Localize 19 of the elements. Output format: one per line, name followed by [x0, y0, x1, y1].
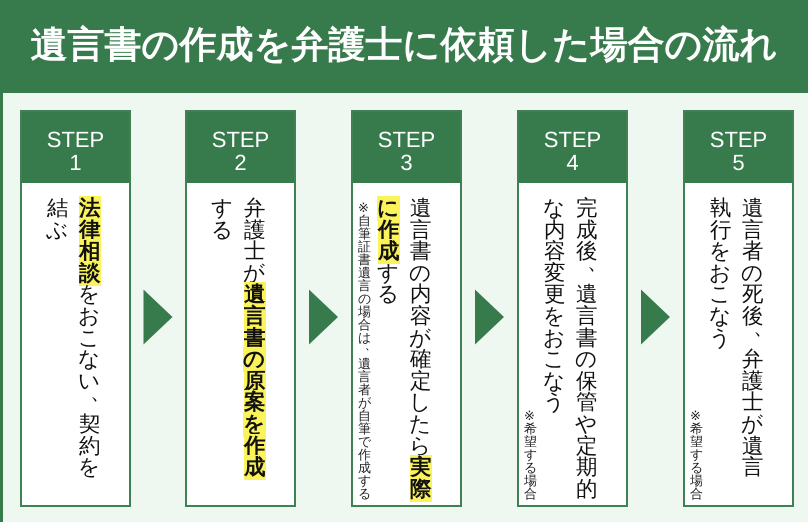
arrow	[144, 290, 172, 344]
step-card	[517, 110, 628, 507]
step-card	[20, 110, 131, 507]
note-text: ※自筆証書遺言の場合は、遺言者が自筆で作成する	[358, 202, 372, 501]
step-header: STEP 5	[685, 112, 792, 183]
step-card	[185, 110, 296, 507]
step-card	[683, 110, 794, 507]
step-text: 遺言書の内容が確定したら実際に作成する	[378, 198, 432, 500]
arrow	[309, 290, 338, 344]
arrow	[475, 290, 504, 344]
step-header: STEP 2	[187, 112, 294, 183]
step-header: STEP 4	[519, 112, 626, 183]
arrow	[641, 290, 670, 344]
step-header: STEP 1	[22, 112, 129, 183]
note-text: ※希望する場合	[690, 410, 704, 501]
note-text: ※希望する場合	[524, 410, 538, 501]
step-text: 法律相談をおこない、契約を結ぶ	[47, 198, 101, 479]
step-header: STEP 3	[353, 112, 460, 183]
step-card	[351, 110, 462, 507]
